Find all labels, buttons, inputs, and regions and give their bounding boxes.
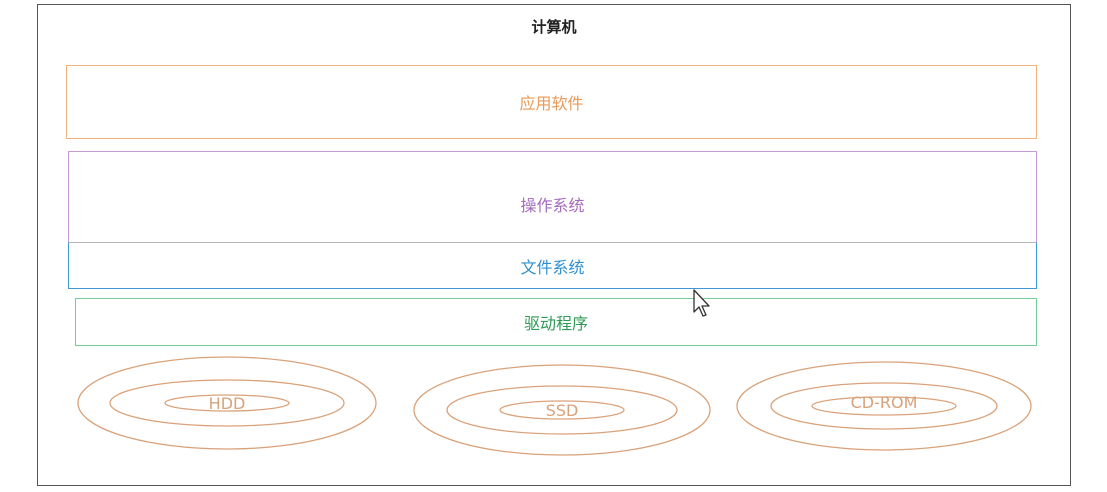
application-layer: 应用软件: [66, 65, 1037, 139]
hdd-disk: HDD: [77, 356, 377, 450]
cdrom-disk: CD-ROM: [736, 361, 1032, 451]
application-layer-label: 应用软件: [519, 94, 584, 113]
disk-platter-icon: [413, 364, 711, 456]
file-system-layer: 文件系统: [68, 242, 1037, 289]
disk-platter-icon: [77, 356, 377, 450]
operating-system-layer: 操作系统: [68, 151, 1037, 243]
cdrom-label: CD-ROM: [851, 393, 918, 412]
driver-layer: 驱动程序: [75, 298, 1037, 346]
computer-frame: 计算机 应用软件 操作系统 文件系统 驱动程序 HDD SSD: [37, 4, 1071, 486]
disk-platter-icon: [736, 361, 1032, 451]
ssd-disk: SSD: [413, 364, 711, 456]
driver-layer-label: 驱动程序: [523, 314, 588, 333]
hdd-label: HDD: [209, 394, 246, 413]
mouse-cursor-icon: [693, 289, 710, 317]
operating-system-layer-label: 操作系统: [520, 196, 585, 215]
file-system-layer-label: 文件系统: [520, 257, 585, 277]
ssd-label: SSD: [546, 401, 579, 420]
diagram-title: 计算机: [531, 18, 577, 36]
